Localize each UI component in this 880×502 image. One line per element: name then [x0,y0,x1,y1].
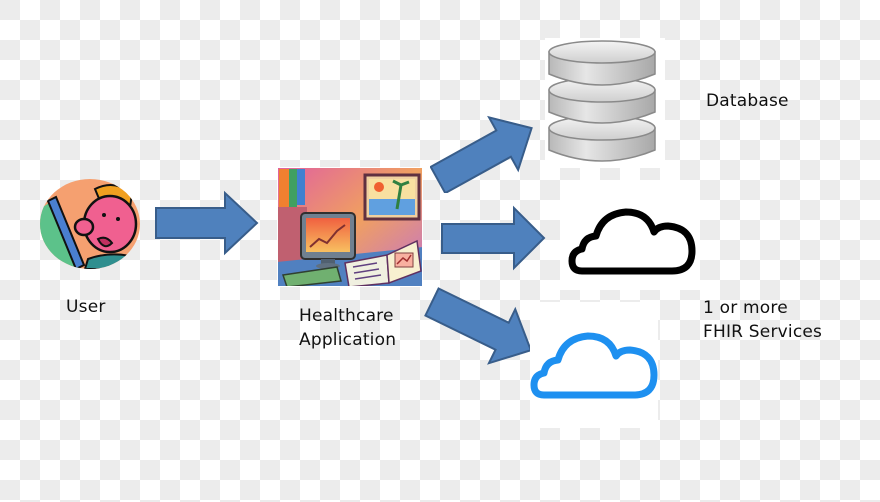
arrow-user-to-app [150,188,265,258]
arrow-app-to-database [430,108,540,193]
cloud-icon-blue [530,328,660,402]
app-label-line2: Application [299,330,397,350]
healthcare-app-illustration [277,167,423,287]
app-label-line1: Healthcare [299,306,394,326]
database-icon [546,40,658,168]
user-avatar-icon [40,179,140,269]
database-label: Database [706,91,789,111]
fhir-label-line2: FHIR Services [703,322,823,342]
user-label: User [66,297,106,317]
cloud-icon-black [568,204,698,278]
arrow-app-to-fhir-blue [420,280,535,365]
fhir-label-line1: 1 or more [703,298,788,318]
arrow-app-to-fhir-black [438,204,548,274]
